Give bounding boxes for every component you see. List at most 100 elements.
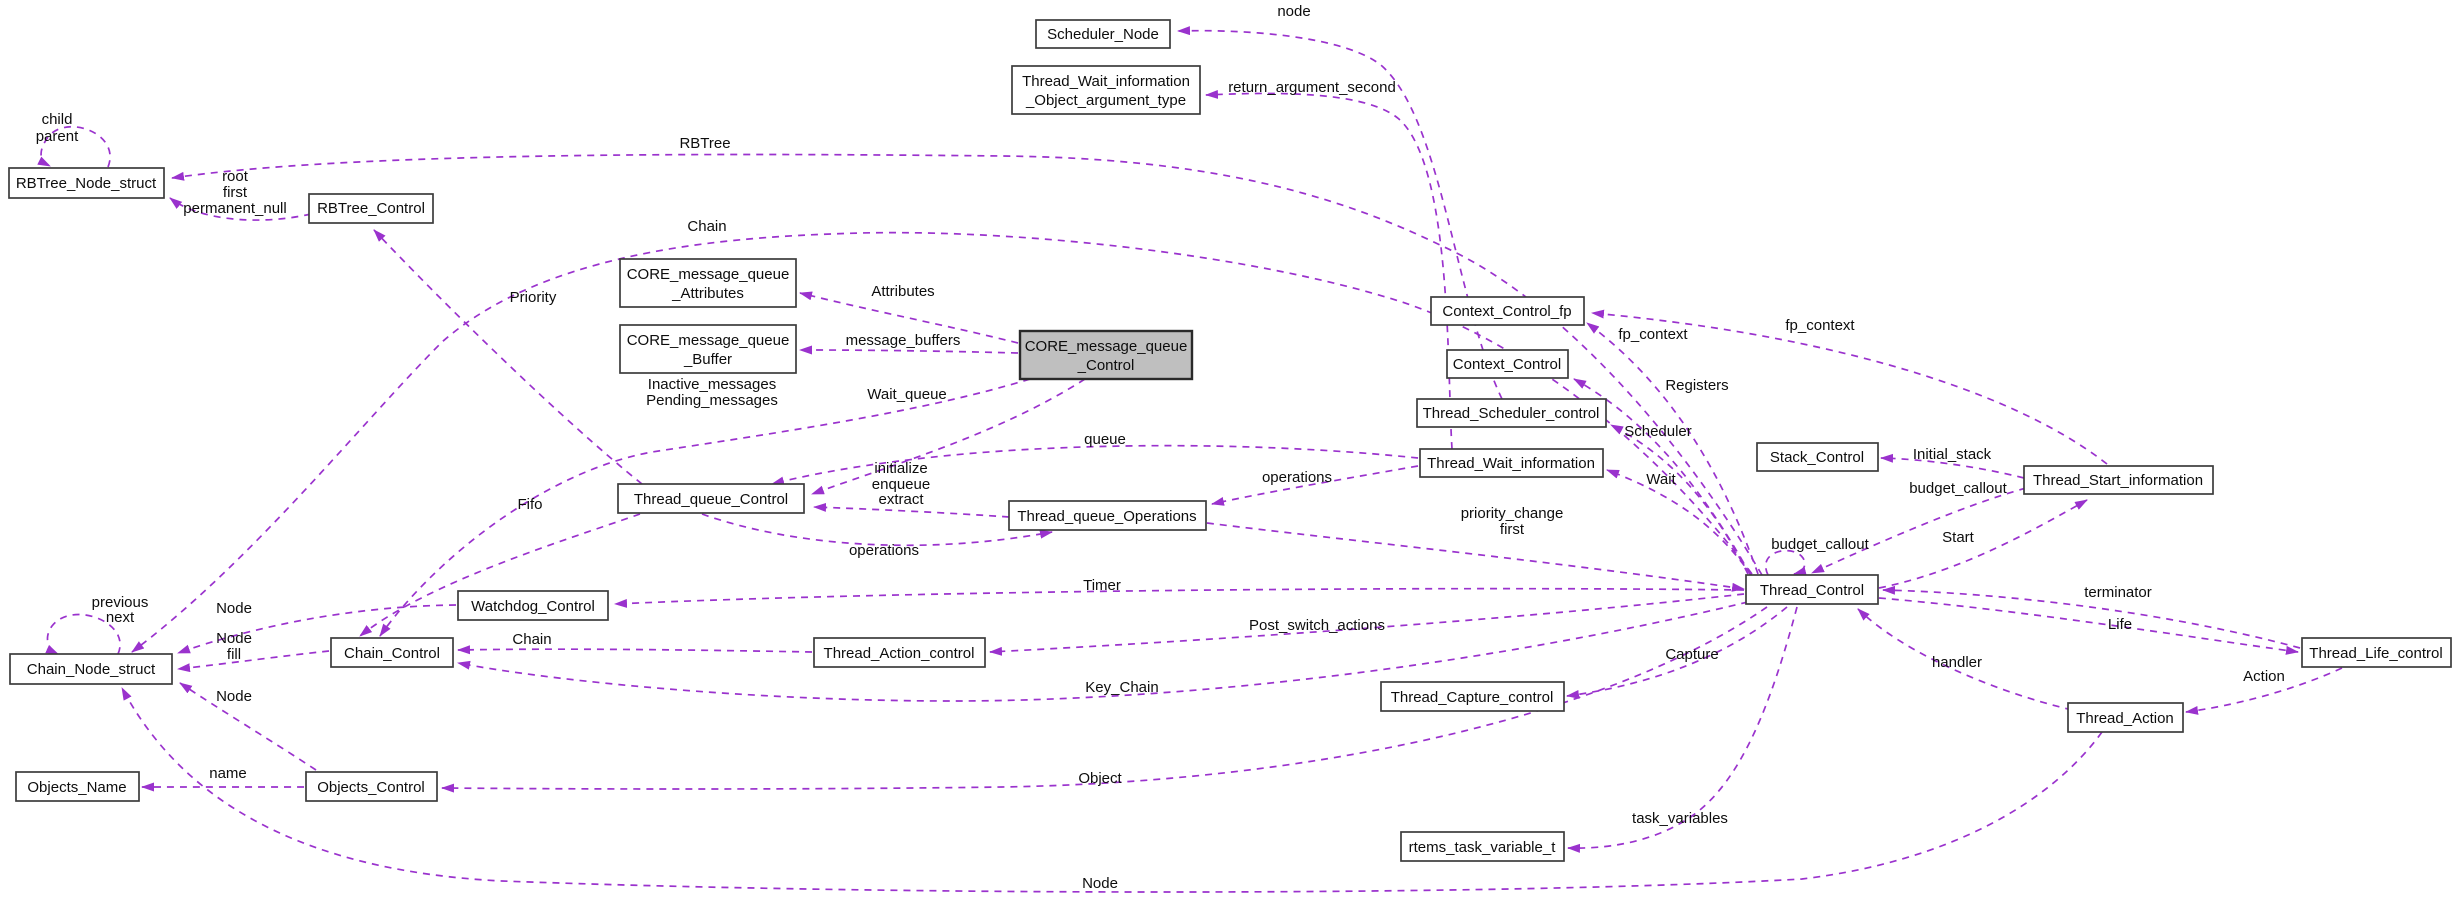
node-label-rtems-task-variable-t: rtems_task_variable_t — [1409, 839, 1557, 856]
node-label-thread-queue-operations: Thread_queue_Operations — [1017, 508, 1196, 525]
edge-label-extract: extract — [878, 491, 924, 508]
edge-life — [1878, 597, 2299, 655]
node-label-stack-control: Stack_Control — [1770, 449, 1864, 466]
node-thread-action[interactable]: Thread_Action — [2067, 702, 2184, 733]
node-thread-action-control[interactable]: Thread_Action_control — [813, 637, 986, 668]
edge-key-chain — [457, 601, 1749, 702]
edge-label-initialize: initialize — [874, 460, 927, 477]
edge-message-buffers — [799, 345, 1019, 355]
node-thread-wait-information[interactable]: Thread_Wait_information — [1419, 448, 1604, 478]
edge-label-priority-change: priority_change — [1461, 505, 1564, 522]
node-label-thread-start-information: Thread_Start_information — [2033, 472, 2203, 489]
node-thread-start-information[interactable]: Thread_Start_information — [2023, 465, 2214, 495]
edge-budget-callout-self-loop — [1764, 549, 1807, 576]
edge-post-switch-actions — [989, 593, 1745, 656]
edge-priority-change-first — [1206, 522, 1745, 592]
edge-initial-stack — [1880, 453, 2025, 479]
edge-task-variables — [1567, 606, 1798, 853]
node-rtems-task-variable-t[interactable]: rtems_task_variable_t — [1400, 831, 1565, 862]
node-label-twi-object-argument-type-2: _Object_argument_type — [1025, 92, 1186, 109]
edge-label-handler: handler — [1932, 654, 1982, 671]
edge-node-fill — [177, 650, 330, 673]
node-thread-queue-operations[interactable]: Thread_queue_Operations — [1008, 500, 1207, 531]
edge-label-registers: Registers — [1665, 377, 1728, 394]
edge-label-attributes: Attributes — [871, 283, 934, 300]
node-context-control[interactable]: Context_Control — [1446, 349, 1569, 379]
edge-label-budget-callout-upper: budget_callout — [1909, 480, 2007, 497]
node-thread-capture-control[interactable]: Thread_Capture_control — [1380, 681, 1565, 712]
edge-label-priority: Priority — [510, 289, 557, 306]
edge-label-node-bottom: Node — [1082, 875, 1118, 892]
edge-label-fp-context-left: fp_context — [1618, 326, 1688, 343]
edge-label-fill: fill — [227, 646, 241, 663]
edge-initialize-enqueue-extract — [813, 502, 1010, 518]
node-core-message-queue-buffer[interactable]: CORE_message_queue _Buffer — [619, 324, 797, 374]
node-label-objects-control: Objects_Control — [317, 779, 425, 796]
edge-label-fp-context-right: fp_context — [1785, 317, 1855, 334]
node-label-thread-queue-control: Thread_queue_Control — [634, 491, 788, 508]
edge-queue — [771, 444, 1419, 486]
edge-label-name: name — [209, 765, 247, 782]
edge-node-bottom — [121, 687, 2103, 893]
edge-label-object: Object — [1078, 770, 1122, 787]
node-label-chain-control: Chain_Control — [344, 645, 440, 662]
edges — [37, 26, 2343, 893]
node-context-control-fp[interactable]: Context_Control_fp — [1430, 296, 1585, 326]
node-objects-control[interactable]: Objects_Control — [305, 771, 438, 802]
edge-fp-context-right — [1591, 309, 2108, 465]
edge-label-chain-top: Chain — [687, 218, 726, 235]
edge-label-chain-mid: Chain — [512, 631, 551, 648]
edge-label-root: root — [222, 168, 249, 185]
edge-label-wait-queue: Wait_queue — [867, 386, 947, 403]
edge-label-next: next — [106, 609, 135, 626]
node-label-thread-action: Thread_Action — [2076, 710, 2174, 727]
node-watchdog-control[interactable]: Watchdog_Control — [457, 590, 609, 621]
node-label-core-mq-control-1: CORE_message_queue — [1025, 338, 1188, 355]
edge-label-post-switch-actions: Post_switch_actions — [1249, 617, 1385, 634]
edge-action — [2185, 667, 2343, 715]
edge-node — [1177, 26, 1503, 400]
edge-attributes — [799, 291, 1019, 344]
edge-label-rbtree: RBTree — [679, 135, 730, 152]
edge-label-action: Action — [2243, 668, 2285, 685]
node-thread-control[interactable]: Thread_Control — [1745, 574, 1879, 605]
edge-label-child: child — [42, 111, 73, 128]
edge-scheduler — [1610, 424, 1749, 575]
node-label-rbtree-node-struct: RBTree_Node_struct — [16, 175, 157, 192]
node-label-core-mq-control-2: _Control — [1077, 357, 1135, 374]
edge-start — [1878, 499, 2088, 589]
edge-label-previous: previous — [92, 594, 149, 611]
edge-label-operations-lower: operations — [849, 542, 919, 559]
node-thread-life-control[interactable]: Thread_Life_control — [2301, 637, 2452, 668]
node-chain-node-struct[interactable]: Chain_Node_struct — [9, 653, 173, 685]
edge-root-first-permanent-null — [169, 197, 312, 221]
edge-fp-context-left — [1586, 322, 1759, 575]
edge-label-terminator: terminator — [2084, 584, 2152, 601]
node-core-message-queue-control[interactable]: CORE_message_queue _Control — [1018, 329, 1194, 381]
node-label-rbtree-control: RBTree_Control — [317, 200, 425, 217]
node-thread-scheduler-control[interactable]: Thread_Scheduler_control — [1416, 398, 1607, 428]
edge-label-node: node — [1277, 3, 1310, 20]
node-thread-wait-information-object-argument-type[interactable]: Thread_Wait_information _Object_argument… — [1011, 65, 1201, 115]
edge-label-enqueue: enqueue — [872, 476, 930, 493]
node-chain-control[interactable]: Chain_Control — [330, 637, 454, 668]
edge-object — [441, 606, 1768, 793]
node-rbtree-control[interactable]: RBTree_Control — [308, 193, 434, 224]
node-scheduler-node[interactable]: Scheduler_Node — [1035, 19, 1171, 49]
node-thread-queue-control[interactable]: Thread_queue_Control — [617, 483, 805, 514]
edge-label-first-fn: first — [1500, 521, 1525, 538]
edge-label-life: Life — [2108, 616, 2132, 633]
node-objects-name[interactable]: Objects_Name — [15, 771, 140, 802]
node-rbtree-node-struct[interactable]: RBTree_Node_struct — [8, 167, 165, 199]
node-label-thread-life-control: Thread_Life_control — [2309, 645, 2442, 662]
node-label-objects-name: Objects_Name — [27, 779, 126, 796]
edge-label-fifo: Fifo — [517, 496, 542, 513]
node-stack-control[interactable]: Stack_Control — [1756, 442, 1879, 472]
edge-node-objects — [179, 682, 317, 771]
node-label-core-mq-attributes-2: _Attributes — [671, 285, 744, 302]
edge-label-initial-stack: Initial_stack — [1913, 446, 1992, 463]
node-core-message-queue-attributes[interactable]: CORE_message_queue _Attributes — [619, 258, 797, 308]
node-label-core-mq-buffer-1: CORE_message_queue — [627, 332, 790, 349]
